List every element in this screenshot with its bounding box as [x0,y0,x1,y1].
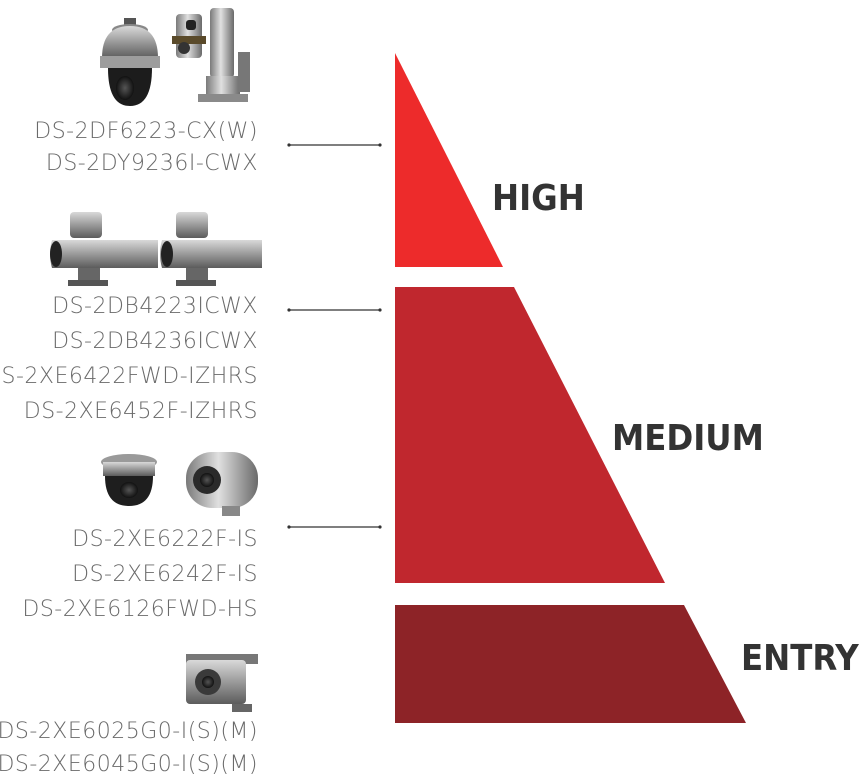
tier-label-medium: MEDIUM [612,418,764,459]
stainless-bullet-camera-icon [186,452,258,516]
compact-bullet-camera-icon [186,654,258,712]
connector-line-entry [287,525,382,529]
speed-dome-camera-icon [100,18,160,106]
model-name: DS-2XE6222F-IS [72,527,258,552]
model-name: DS-2DB4236ICWX [52,329,258,354]
model-name: DS-2XE6422FWD-IZHRS [0,364,258,389]
model-name: DS-2DF6223-CX(W) [34,119,258,144]
model-name: DS-2DB4223ICWX [52,294,258,319]
model-name: DS-2XE6045G0-I(S)(M) [0,752,258,777]
tier-label-high: HIGH [492,178,585,219]
tier-label-entry: ENTRY [741,638,859,679]
pyramid-segment-entry [395,605,746,723]
pyramid-segment-medium [395,287,665,583]
dome-camera-icon [101,454,157,506]
model-name: DS-2XE6126FWD-HS [22,597,258,622]
explosion-proof-bullet-camera-icon [50,212,158,286]
ptz-positioning-camera-icon [172,8,250,102]
connector-line-medium [287,308,382,312]
model-name: DS-2DY9236I-CWX [45,151,258,176]
model-name: DS-2XE6452F-IZHRS [23,399,258,424]
pyramid-segment-high [395,53,503,267]
explosion-proof-bullet-camera-icon [160,212,262,286]
model-name: DS-2XE6025G0-I(S)(M) [0,719,258,744]
connector-line-high [287,143,382,147]
model-name: DS-2XE6242F-IS [72,562,258,587]
